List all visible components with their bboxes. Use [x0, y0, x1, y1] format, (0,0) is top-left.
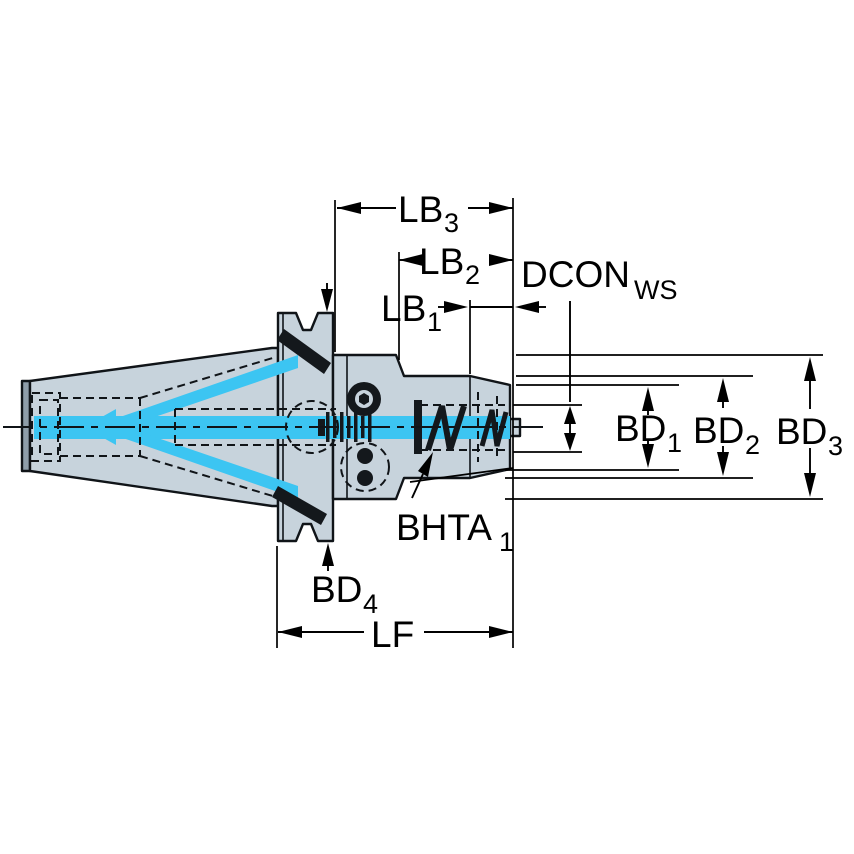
label-dconws: DCON: [521, 254, 630, 295]
label-bd2: BD: [693, 410, 744, 451]
lb3-arrow-right: [489, 202, 513, 214]
coolant-port-upper: [357, 448, 373, 464]
label-lb2: LB: [419, 241, 464, 282]
coolant-arrow-upper-arm: [100, 355, 298, 431]
label-lf: LF: [371, 614, 414, 655]
bd2-arrow-down: [717, 452, 729, 476]
ext-bhta-angle-line: [409, 467, 514, 483]
coolant-arrow-head: [84, 409, 116, 445]
lower-port-circle: [340, 442, 390, 492]
dcon-arrow-up: [564, 406, 576, 424]
retention-thread-inner: [39, 399, 59, 455]
lb2-arrow-left: [399, 254, 423, 266]
extension-lines: [276, 198, 823, 648]
label-bd4-sub: 4: [363, 589, 378, 619]
lf-arrow-right: [489, 626, 513, 638]
label-lb3-sub: 3: [444, 208, 459, 238]
lb1-arrow-right: [515, 301, 539, 313]
label-bd1-sub: 1: [667, 428, 682, 458]
dcon-arrow-down: [564, 433, 576, 451]
coolant-arrow-lower-arm: [100, 423, 298, 499]
coolant-port-lower: [357, 470, 373, 486]
drive-key-slot-top: [277, 329, 331, 374]
lb2-arrow-right: [489, 254, 513, 266]
lf-arrow-left: [278, 626, 302, 638]
retention-thread-bore: [31, 392, 61, 462]
label-bd1: BD: [615, 408, 666, 449]
label-lb3: LB: [398, 189, 443, 230]
clamp-screw-hex-socket: [359, 393, 369, 405]
bd1-arrow-up: [642, 387, 654, 411]
label-bd2-sub: 2: [745, 430, 760, 460]
bhta1-leader: [411, 473, 424, 499]
bd3-arrow-up: [804, 357, 816, 381]
drive-key-slot-bottom: [272, 486, 327, 525]
bd3-arrow-down: [804, 473, 816, 497]
bd4-arrow-up: [322, 543, 334, 566]
lb1-arrow-left: [444, 301, 468, 313]
label-lb1-sub: 1: [427, 307, 442, 337]
dimension-labels: LB 3 LB 2 LB 1 DCON WS BD 1 BD 2 BD 3 BD…: [311, 189, 843, 655]
label-bd3: BD: [776, 411, 827, 452]
label-bhta1-sub: 1: [499, 527, 514, 557]
cavity-taper-bottom: [139, 455, 277, 498]
label-lb2-sub: 2: [465, 260, 480, 290]
bd4-arrow-down: [321, 289, 333, 312]
lb3-arrow-left: [337, 202, 361, 214]
bd1-arrow-down: [642, 444, 654, 468]
dimension-lines: [278, 202, 816, 638]
label-bhta1: BHTA: [396, 507, 492, 548]
bd2-arrow-up: [717, 378, 729, 402]
cavity-taper-top: [139, 356, 277, 399]
hidden-lines: [31, 356, 505, 498]
label-dconws-sub: WS: [634, 275, 678, 305]
label-bd3-sub: 3: [828, 431, 843, 461]
label-lb1: LB: [381, 288, 426, 329]
bhta1-arrow: [418, 452, 433, 477]
label-bd4: BD: [311, 569, 362, 610]
